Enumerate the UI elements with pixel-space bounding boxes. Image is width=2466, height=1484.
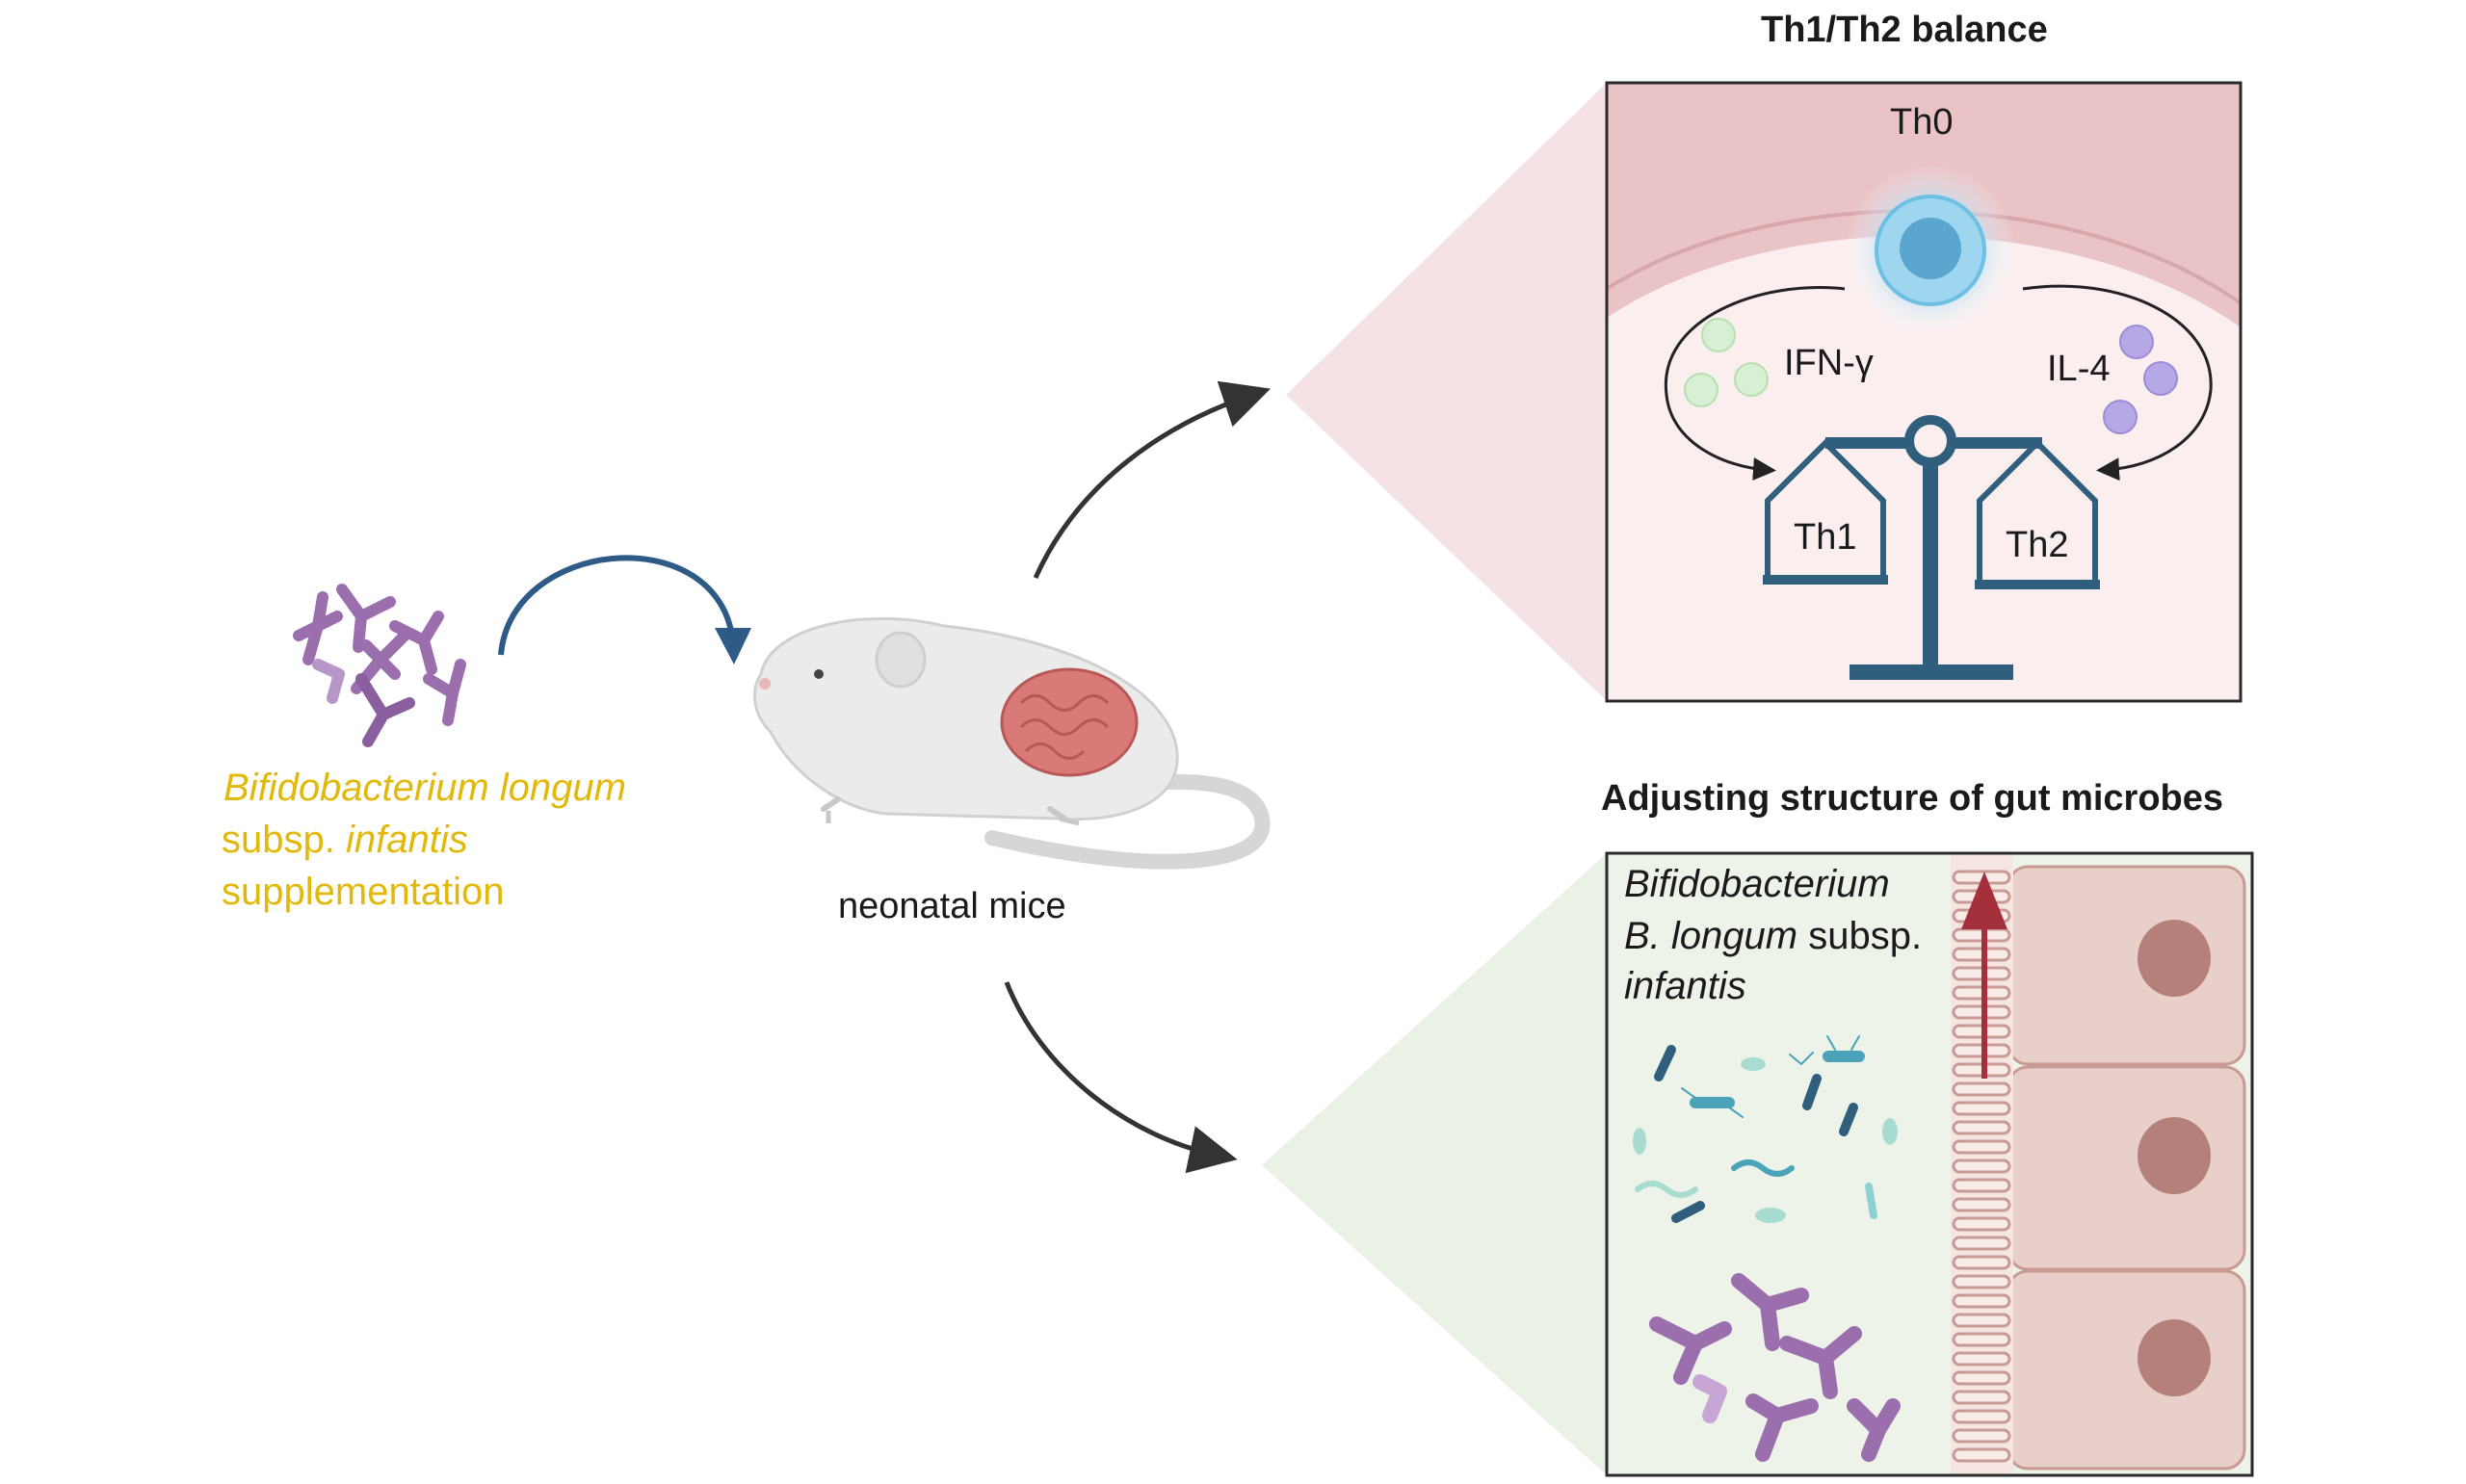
supplement-infantis: infantis — [345, 819, 468, 861]
zoom-wedge-bottom — [1262, 853, 1607, 1475]
microvillus — [1952, 1101, 2011, 1116]
cell-nucleus — [2138, 1117, 2211, 1194]
microvillus — [1952, 1274, 2011, 1289]
bifidobacteria-cluster-icon — [293, 584, 466, 747]
il4-label: IL-4 — [2047, 349, 2111, 389]
arrow-to-bottom-panel — [1004, 981, 1238, 1174]
supplement-label-line1: Bifidobacterium longum — [223, 767, 626, 809]
microvillus — [1952, 1139, 2011, 1155]
supplement-subsp: subsp. — [222, 819, 346, 861]
supplement-label-line3: supplementation — [222, 871, 505, 913]
microvillus — [1952, 1081, 2011, 1097]
gut-microbes-panel — [1605, 851, 2254, 1477]
microvillus — [1952, 1120, 2011, 1135]
supplement-label-line2: subsp. infantis — [222, 819, 468, 862]
microvillus — [1952, 1390, 2011, 1405]
th-balance-panel — [1605, 81, 2243, 703]
ifn-arrow — [1664, 286, 1846, 481]
cell-nucleus — [2138, 1319, 2211, 1396]
arrow-to-top-panel — [1033, 380, 1271, 580]
neonatal-mouse-icon — [752, 616, 1271, 870]
microbe-text-line3: infantis — [1624, 965, 1746, 1007]
ifn-gamma-molecules-icon — [1684, 318, 1769, 407]
increase-arrow-head — [1961, 872, 2007, 929]
mouse-label: neonatal mice — [838, 886, 1066, 926]
bottom-panel-title: Adjusting structure of gut microbes — [1601, 778, 2224, 819]
ifn-gamma-label: IFN-γ — [1784, 343, 1874, 383]
supplement-arrow — [498, 555, 735, 656]
microvillus — [1952, 1255, 2011, 1270]
microbe-b-longum: B. longum — [1624, 915, 1798, 957]
epithelial-cell — [2007, 1065, 2246, 1271]
th0-label: Th0 — [1890, 102, 1954, 143]
microvillus — [1952, 1159, 2011, 1174]
microbe-text-line1: Bifidobacterium — [1624, 863, 1890, 905]
zoom-wedge-top — [1286, 83, 1607, 701]
il4-arrow — [2022, 284, 2213, 482]
microvillus — [1952, 1409, 2011, 1424]
microvillus — [1952, 1332, 2011, 1347]
gut-bacteria-icons — [1633, 1035, 1898, 1223]
microbe-subsp: subsp. — [1797, 915, 1923, 957]
cell-nucleus — [2138, 920, 2211, 997]
microvillus — [1952, 1351, 2011, 1367]
microvillus — [1952, 1197, 2011, 1212]
balance-scale-icon — [1763, 415, 2100, 680]
il4-molecules-icon — [2103, 325, 2178, 434]
microvillus — [1952, 1293, 2011, 1309]
microvillus — [1952, 1313, 2011, 1328]
microbe-text-line2: B. longum subsp. — [1624, 915, 1922, 958]
microvillus — [1952, 1370, 2011, 1386]
epithelial-cell — [2007, 1269, 2246, 1471]
microvillus — [1952, 1236, 2011, 1251]
microvillus — [1952, 1447, 2011, 1463]
th2-label: Th2 — [2006, 525, 2069, 565]
top-panel-title: Th1/Th2 balance — [1761, 10, 2048, 50]
bifidobacteria-in-gut-icon — [1649, 1273, 1901, 1462]
microvillus — [1952, 1178, 2011, 1193]
supplement-arrow-head — [715, 628, 751, 664]
microvillus — [1952, 1428, 2011, 1444]
th1-label: Th1 — [1794, 517, 1857, 558]
microvillus — [1952, 1216, 2011, 1232]
